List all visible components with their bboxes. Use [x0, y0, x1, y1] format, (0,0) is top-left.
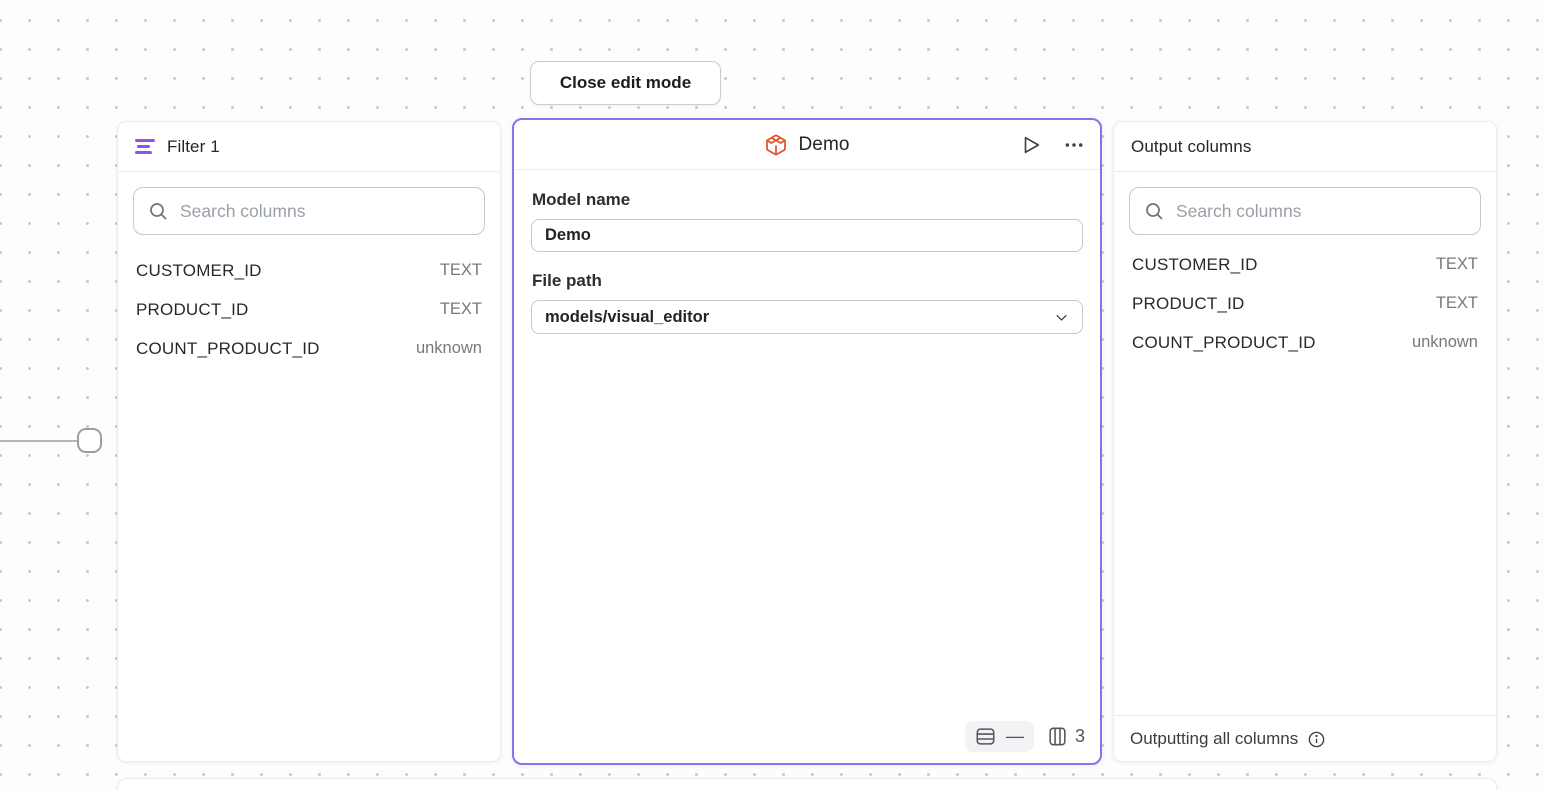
- column-row[interactable]: CUSTOMER_ID TEXT: [1131, 245, 1479, 284]
- column-count-value: 3: [1074, 726, 1085, 746]
- output-search-box[interactable]: [1129, 187, 1481, 235]
- file-path-value: models/visual_editor: [545, 307, 710, 326]
- close-edit-mode-button[interactable]: Close edit mode: [530, 61, 721, 105]
- column-row[interactable]: COUNT_PRODUCT_ID unknown: [1131, 323, 1479, 362]
- columns-icon: [1048, 726, 1067, 747]
- row-count-value: —: [1005, 726, 1024, 746]
- filter-panel-title: Filter 1: [167, 136, 220, 156]
- output-search-input[interactable]: [1176, 200, 1466, 222]
- output-columns-panel[interactable]: Output columns CUSTOMER_ID TEXT PRODUCT_…: [1113, 121, 1497, 762]
- output-panel-header: Output columns: [1114, 122, 1496, 172]
- search-icon: [148, 201, 169, 222]
- column-type: TEXT: [439, 300, 482, 318]
- column-row[interactable]: PRODUCT_ID TEXT: [1131, 284, 1479, 323]
- run-model-button[interactable]: [1018, 132, 1044, 158]
- column-type: TEXT: [1435, 255, 1478, 273]
- connector-handle[interactable]: [77, 428, 102, 453]
- column-type: TEXT: [439, 261, 482, 279]
- row-count-stat[interactable]: —: [964, 721, 1034, 752]
- column-row[interactable]: PRODUCT_ID TEXT: [135, 290, 483, 329]
- output-column-list: CUSTOMER_ID TEXT PRODUCT_ID TEXT COUNT_P…: [1129, 245, 1481, 362]
- column-name: COUNT_PRODUCT_ID: [136, 338, 320, 358]
- model-name-label: Model name: [532, 190, 631, 209]
- bottom-results-panel[interactable]: [117, 778, 1497, 790]
- column-row[interactable]: COUNT_PRODUCT_ID unknown: [135, 329, 483, 368]
- column-name: PRODUCT_ID: [136, 299, 249, 319]
- column-name: PRODUCT_ID: [1132, 293, 1245, 313]
- column-count-stat[interactable]: 3: [1048, 726, 1085, 747]
- output-footer-text: Outputting all columns: [1130, 728, 1299, 748]
- filter-search-input[interactable]: [180, 200, 470, 222]
- search-icon: [1144, 201, 1165, 222]
- file-path-label: File path: [532, 271, 602, 290]
- column-name: COUNT_PRODUCT_ID: [1132, 332, 1316, 352]
- file-path-select[interactable]: models/visual_editor: [531, 300, 1083, 334]
- column-name: CUSTOMER_ID: [136, 260, 262, 280]
- filter-icon: [135, 139, 155, 154]
- info-icon[interactable]: [1307, 730, 1326, 749]
- column-name: CUSTOMER_ID: [1132, 254, 1258, 274]
- chevron-down-icon: [1054, 310, 1069, 325]
- output-footer: Outputting all columns: [1114, 715, 1496, 761]
- column-type: TEXT: [1435, 294, 1478, 312]
- filter-node-panel[interactable]: Filter 1 CUSTOMER_ID TEXT PRODUCT_ID TEX…: [117, 121, 501, 762]
- column-row[interactable]: CUSTOMER_ID TEXT: [135, 251, 483, 290]
- model-node-panel[interactable]: Demo Model name File path models/visual_…: [512, 118, 1102, 765]
- connector-edge: [0, 440, 79, 442]
- filter-column-list: CUSTOMER_ID TEXT PRODUCT_ID TEXT COUNT_P…: [133, 245, 485, 368]
- filter-search-box[interactable]: [133, 187, 485, 235]
- column-type: unknown: [1411, 333, 1478, 351]
- column-type: unknown: [415, 339, 482, 357]
- filter-panel-header: Filter 1: [118, 122, 500, 172]
- model-name-input[interactable]: [531, 219, 1083, 252]
- rows-icon: [975, 727, 996, 746]
- model-cube-icon: [764, 133, 788, 157]
- output-panel-title: Output columns: [1131, 136, 1252, 156]
- model-panel-header: Demo: [514, 120, 1100, 170]
- more-options-button[interactable]: [1062, 133, 1086, 157]
- model-stats-footer: — 3: [964, 721, 1085, 752]
- model-panel-title: Demo: [798, 133, 850, 155]
